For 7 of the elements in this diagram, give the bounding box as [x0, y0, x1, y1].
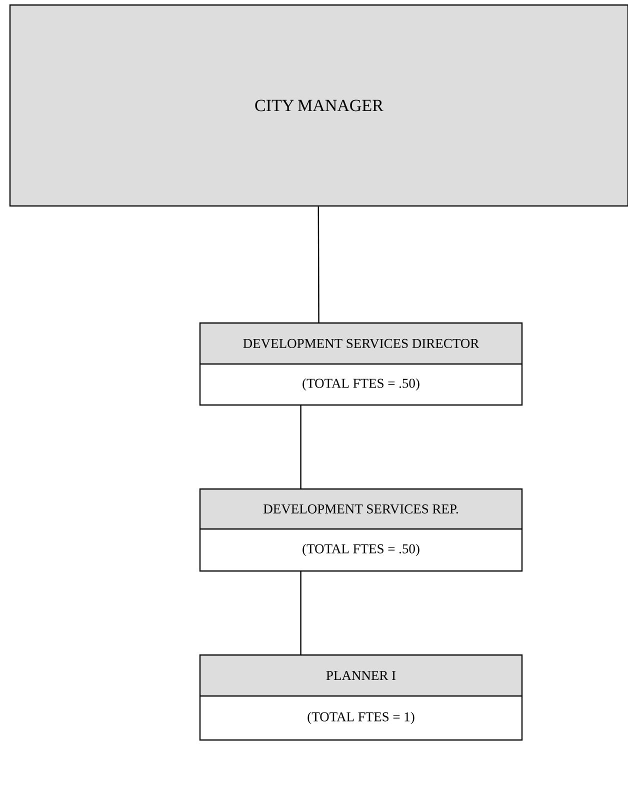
position-box: PLANNER I (TOTAL FTES = 1) — [199, 654, 523, 741]
connector-line — [300, 571, 302, 655]
connector-line — [300, 405, 302, 489]
connector-line — [318, 206, 320, 323]
position-box: CITY MANAGER — [9, 4, 628, 207]
position-box: DEVELOPMENT SERVICES REP. (TOTAL FTES = .50) — [199, 488, 523, 572]
position-box: DEVELOPMENT SERVICES DIRECTOR (TOTAL FTES = .50) — [199, 322, 523, 406]
